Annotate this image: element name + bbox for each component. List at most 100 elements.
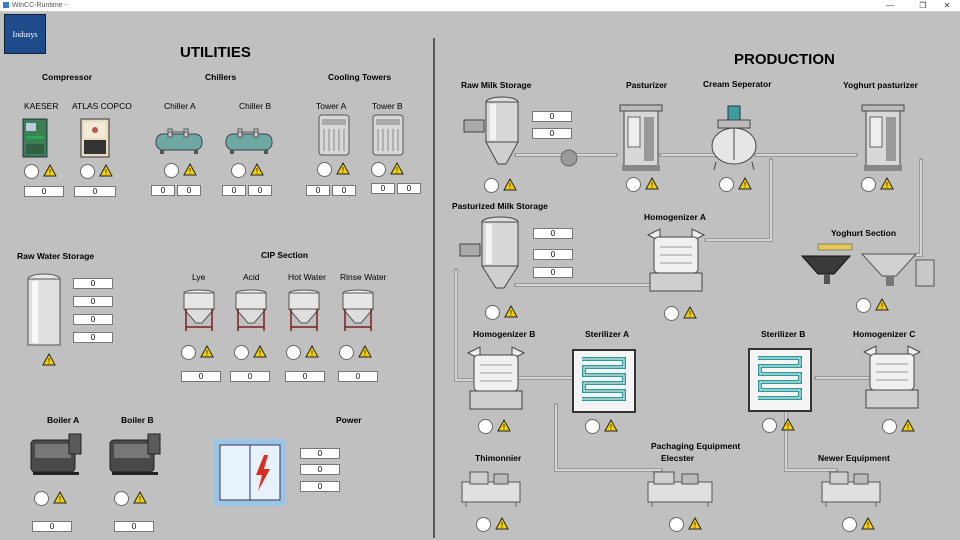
thimonnier-machine-icon[interactable]: [460, 468, 524, 508]
tower-a-label: Tower A: [316, 101, 347, 111]
rinse-water-label: Rinse Water: [340, 272, 387, 282]
atlas-copco-compressor-icon[interactable]: [80, 118, 110, 158]
cooling-towers-title: Cooling Towers: [328, 72, 392, 82]
homogenizer-a-icon[interactable]: [646, 227, 706, 293]
section-divider: [433, 38, 435, 538]
thimonnier-status-indicator: [476, 517, 491, 532]
thimonnier-title: Thimonnier: [475, 453, 522, 463]
homogenizer-a-status-indicator: [664, 306, 679, 321]
warning-icon: !: [53, 491, 67, 504]
svg-text:!: !: [189, 167, 191, 176]
rinse-water-status-indicator: [339, 345, 354, 360]
sterilizer-a-icon[interactable]: [572, 349, 636, 413]
chillers-title: Chillers: [205, 72, 237, 82]
boiler-a-icon[interactable]: [29, 432, 85, 476]
close-button[interactable]: ✕: [943, 1, 951, 10]
chiller-b-label: Chiller B: [239, 101, 272, 111]
yoghurt-section-icon[interactable]: [800, 242, 936, 290]
pasturizer-icon[interactable]: [616, 103, 666, 173]
acid-tank-icon[interactable]: [234, 289, 268, 333]
raw-milk-title: Raw Milk Storage: [461, 80, 532, 90]
homogenizer-b-status-indicator: [478, 419, 493, 434]
chiller-b-icon[interactable]: [224, 128, 274, 156]
cream-separator-status-indicator: [719, 177, 734, 192]
warning-icon: !: [390, 162, 404, 175]
newer-equipment-status-indicator: [842, 517, 857, 532]
warning-icon: !: [336, 162, 350, 175]
acid-status-indicator: [234, 345, 249, 360]
raw-water-tank-icon[interactable]: [26, 272, 62, 348]
lye-tank-icon[interactable]: [182, 289, 216, 333]
boiler-b-title: Boiler B: [121, 415, 154, 425]
warning-icon: !: [683, 306, 697, 319]
newer-equipment-icon[interactable]: [820, 468, 884, 508]
svg-text:!: !: [694, 521, 696, 530]
warning-icon: !: [875, 298, 889, 311]
svg-text:!: !: [259, 349, 261, 358]
tower-b-icon[interactable]: [370, 113, 406, 157]
sterilizer-a-title: Sterilizer A: [585, 329, 630, 339]
svg-text:!: !: [342, 166, 344, 175]
rinse-water-tank-icon[interactable]: [341, 289, 375, 333]
warning-icon: !: [43, 164, 57, 177]
homogenizer-b-icon[interactable]: [466, 345, 526, 411]
tower-a-status-indicator: [317, 162, 332, 177]
cream-separator-icon[interactable]: [710, 104, 760, 170]
hot-water-status-indicator: [286, 345, 301, 360]
homogenizer-c-title: Homogenizer C: [853, 329, 916, 339]
raw-water-value-2: 0: [73, 296, 113, 307]
packaging-machine-icon[interactable]: [646, 468, 716, 508]
warning-icon: !: [901, 419, 915, 432]
lye-status-indicator: [181, 345, 196, 360]
warning-icon: !: [781, 418, 795, 431]
power-value-3: 0: [300, 481, 340, 492]
warning-icon: !: [861, 517, 875, 530]
warning-icon: !: [99, 164, 113, 177]
pasturized-milk-value-1: 0: [533, 228, 573, 239]
packaging-subtitle: Elecster: [661, 453, 695, 463]
tower-b-value-2: 0: [397, 183, 421, 194]
warning-icon: !: [688, 517, 702, 530]
yoghurt-pasturizer-title: Yoghurt pasturizer: [843, 80, 918, 90]
hot-water-tank-icon[interactable]: [287, 289, 321, 333]
power-cabinet-icon[interactable]: [214, 439, 286, 506]
restore-button[interactable]: ❐: [919, 1, 927, 10]
sterilizer-b-icon[interactable]: [748, 348, 812, 412]
warning-icon: !: [200, 345, 214, 358]
raw-milk-status-indicator: [484, 178, 499, 193]
sterilizer-b-status-indicator: [762, 418, 777, 433]
svg-text:!: !: [364, 349, 366, 358]
pasturized-milk-title: Pasturized Milk Storage: [452, 201, 548, 211]
yoghurt-pasturizer-icon[interactable]: [858, 103, 908, 173]
homogenizer-c-icon[interactable]: [862, 344, 922, 410]
boiler-b-icon[interactable]: [108, 432, 164, 476]
rinse-water-value: 0: [338, 371, 378, 382]
hot-water-label: Hot Water: [288, 272, 326, 282]
minimize-button[interactable]: —: [886, 1, 894, 10]
logo-text: Indusys: [12, 29, 38, 39]
power-title: Power: [336, 415, 362, 425]
tower-a-icon[interactable]: [316, 113, 352, 157]
warning-icon: !: [183, 163, 197, 176]
svg-text:!: !: [503, 423, 505, 432]
packaging-title: Pachaging Equipment: [651, 441, 741, 451]
homogenizer-b-title: Homogenizer B: [473, 329, 536, 339]
boiler-b-value: 0: [114, 521, 154, 532]
kaeser-value: 0: [24, 186, 64, 197]
lye-value: 0: [181, 371, 221, 382]
acid-value: 0: [230, 371, 270, 382]
raw-milk-tank-icon[interactable]: [462, 94, 522, 170]
svg-text:!: !: [139, 495, 141, 504]
pasturized-milk-tank-icon[interactable]: [458, 214, 522, 294]
sterilizer-b-title: Sterilizer B: [761, 329, 806, 339]
warning-icon: !: [738, 177, 752, 190]
warning-icon: !: [645, 177, 659, 190]
kaeser-compressor-icon[interactable]: [22, 118, 48, 158]
chiller-a-value-2: 0: [177, 185, 201, 196]
svg-text:!: !: [311, 349, 313, 358]
chiller-a-icon[interactable]: [154, 128, 204, 156]
homogenizer-c-status-indicator: [882, 419, 897, 434]
atlas-copco-value: 0: [74, 186, 116, 197]
raw-water-value-4: 0: [73, 332, 113, 343]
chiller-b-value-1: 0: [222, 185, 246, 196]
